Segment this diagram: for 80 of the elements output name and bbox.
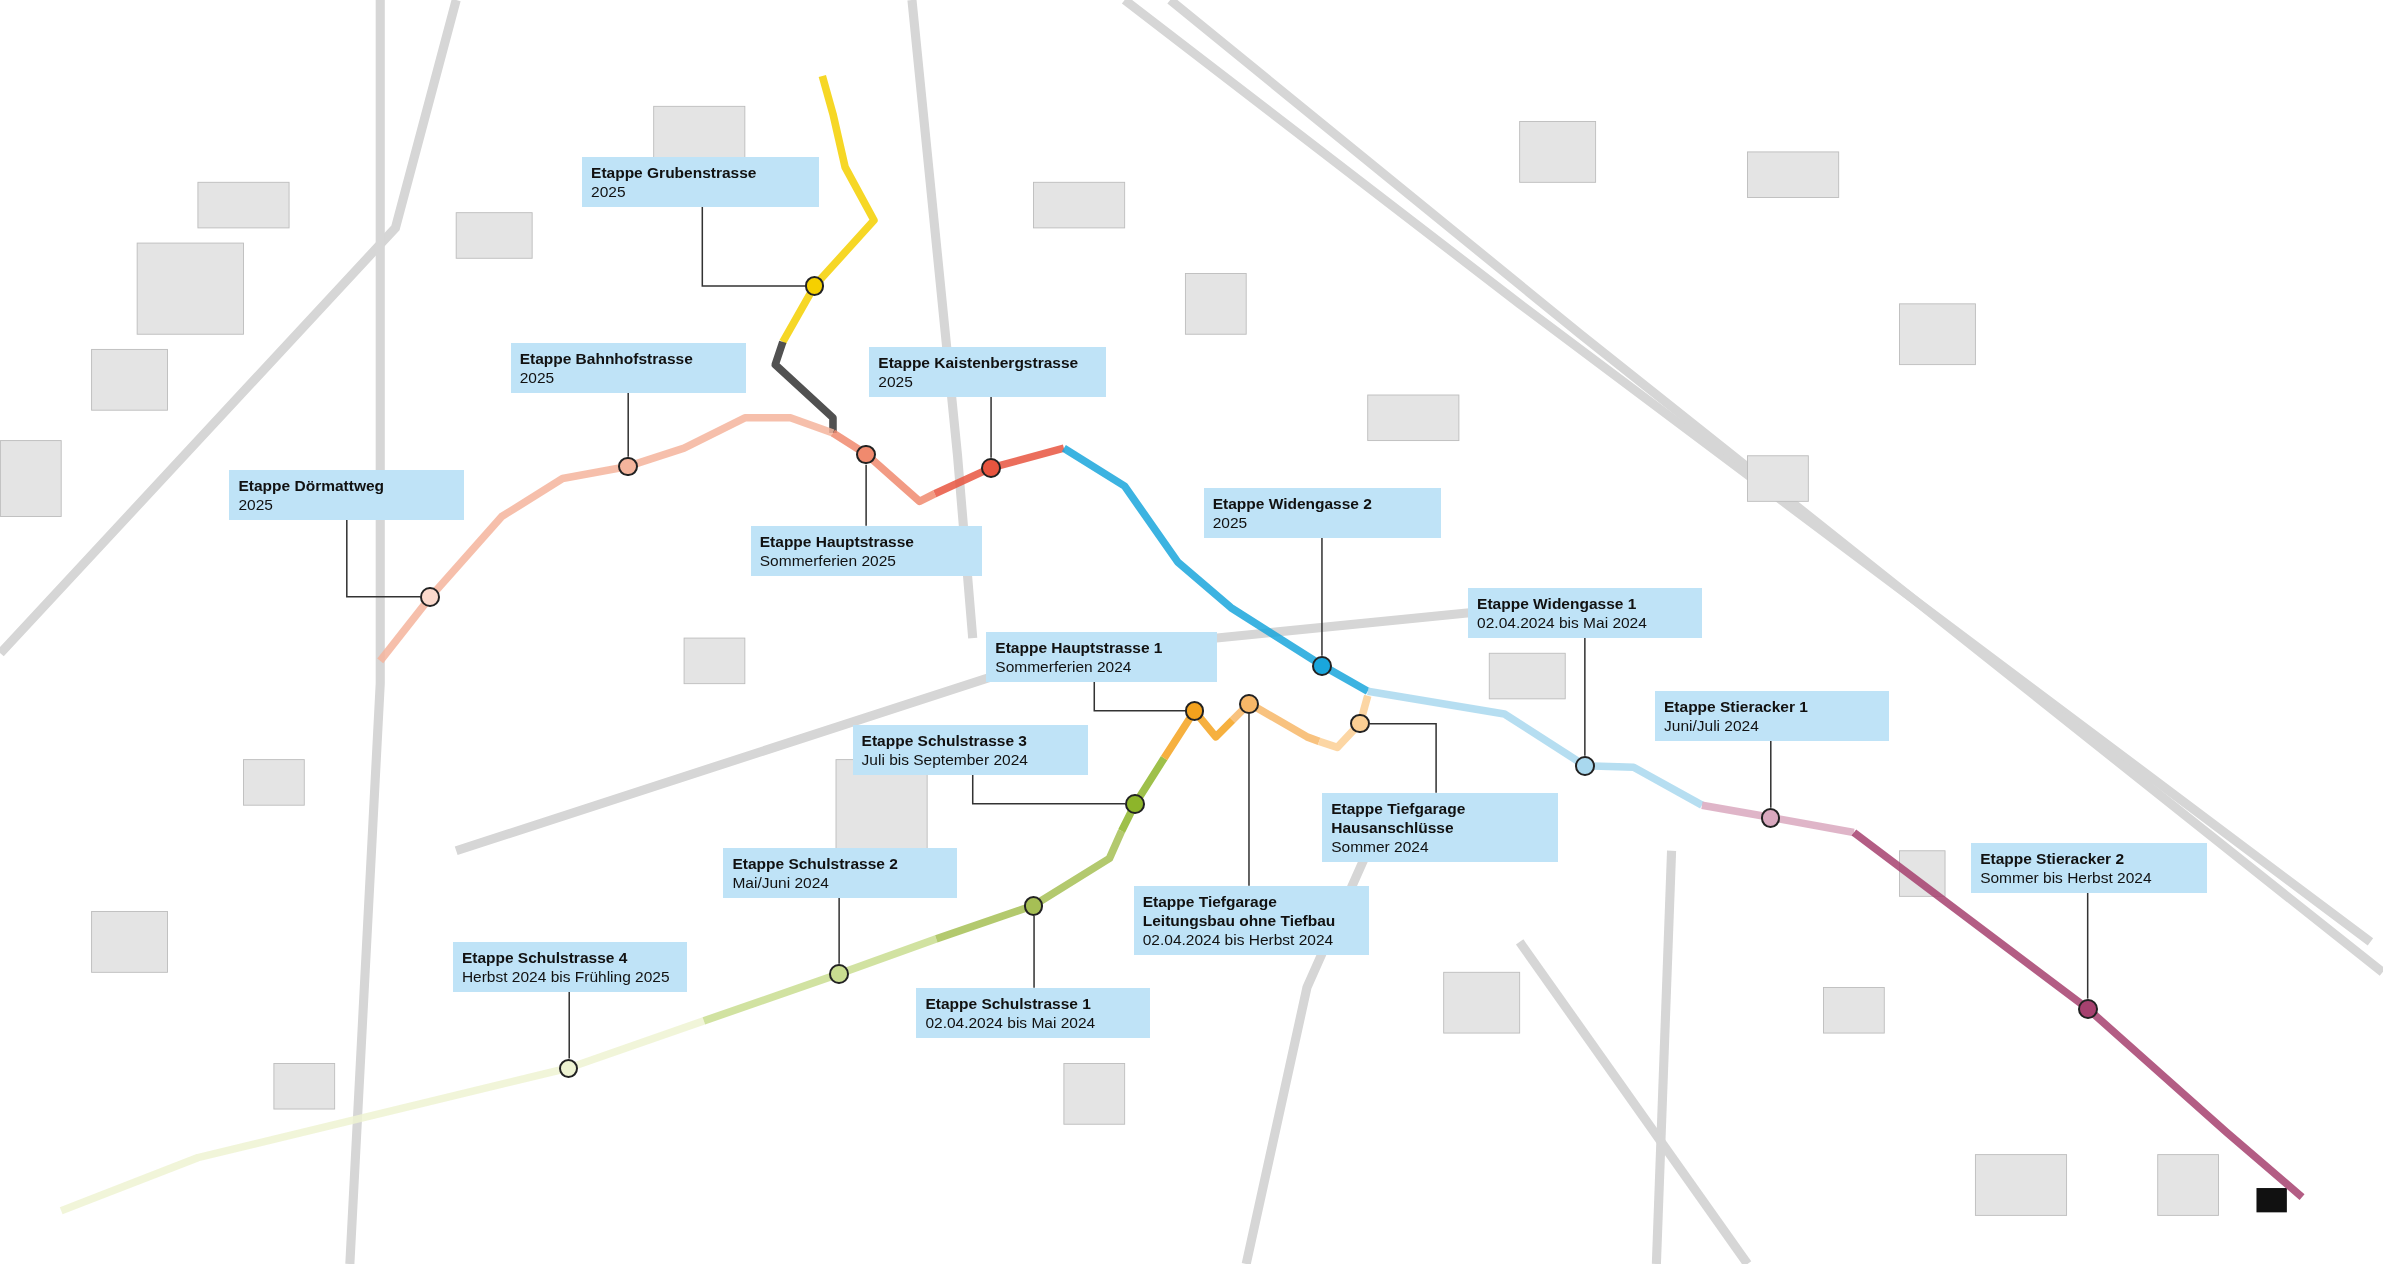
callout-box bbox=[869, 346, 1107, 397]
stage-marker bbox=[1239, 693, 1260, 714]
callout-box bbox=[1203, 487, 1441, 538]
stage-title: Etappe Schulstrasse 2 bbox=[732, 854, 899, 874]
stage-date: 02.04.2024 bis Mai 2024 bbox=[925, 1012, 1097, 1032]
stage-date: 2025 bbox=[1212, 512, 1249, 532]
stage-title: Etappe Schulstrasse 3 bbox=[861, 730, 1028, 750]
stage-marker bbox=[617, 456, 638, 477]
stage-date: Sommerferien 2024 bbox=[995, 657, 1133, 677]
leader-line bbox=[1584, 637, 1586, 757]
leader-line bbox=[990, 396, 992, 459]
stage-date: 2025 bbox=[878, 371, 914, 391]
stage-marker bbox=[1760, 807, 1781, 828]
callout-box bbox=[582, 156, 820, 207]
stage-title: Etappe Tiefgarage Hausanschlüsse bbox=[1331, 799, 1467, 838]
stage-marker bbox=[1184, 701, 1205, 722]
stage-title: Etappe Tiefgarage Leitungsbau ohne Tiefbau bbox=[1142, 892, 1337, 930]
stage-marker bbox=[1312, 655, 1333, 676]
stage-marker bbox=[2078, 999, 2099, 1019]
stage-marker bbox=[420, 587, 440, 608]
stage-marker bbox=[1125, 794, 1146, 814]
leader-line bbox=[627, 392, 629, 458]
stage-marker bbox=[981, 458, 1001, 478]
callout-box bbox=[1133, 886, 1370, 955]
leader-line bbox=[865, 464, 867, 527]
leader-line bbox=[1248, 713, 1250, 887]
leader-line bbox=[2086, 891, 2089, 1000]
callout-box bbox=[986, 632, 1218, 683]
stage-title: Etappe Grubenstrasse bbox=[591, 162, 758, 182]
stage-date: Herbst 2024 bis Frühling 2025 bbox=[461, 967, 671, 987]
stage-marker bbox=[1023, 895, 1044, 916]
stage-title: Etappe Dörmattweg bbox=[238, 475, 386, 495]
callout-box bbox=[452, 942, 687, 993]
stage-date: 02.04.2024 bis Herbst 2024 bbox=[1142, 930, 1335, 949]
leader-line bbox=[838, 896, 840, 965]
stage-title: Etappe Bahnhofstrasse bbox=[519, 349, 694, 369]
leader-line bbox=[1770, 740, 1772, 809]
leader-line bbox=[568, 990, 570, 1060]
stage-date: 2025 bbox=[519, 368, 556, 388]
stage-marker bbox=[1350, 713, 1371, 734]
callout-box bbox=[1468, 588, 1703, 639]
stage-date: 02.04.2024 bis Mai 2024 bbox=[1477, 613, 1648, 633]
leader-line bbox=[701, 206, 806, 287]
leader-line bbox=[1321, 537, 1323, 657]
stage-title: Etappe Hauptstrasse bbox=[759, 531, 915, 551]
stage-date: 2025 bbox=[591, 181, 627, 201]
stage-title: Etappe Schulstrasse 4 bbox=[461, 948, 629, 968]
callout-box bbox=[1655, 691, 1890, 742]
stage-date: Sommer 2024 bbox=[1331, 837, 1430, 857]
leader-line bbox=[346, 519, 422, 598]
stage-title: Etappe Widengasse 2 bbox=[1212, 493, 1373, 513]
stage-marker bbox=[1575, 756, 1595, 776]
stage-marker bbox=[856, 444, 877, 465]
stage-marker bbox=[558, 1058, 579, 1079]
callout-box bbox=[510, 343, 747, 394]
stage-date: Mai/Juni 2024 bbox=[732, 873, 830, 893]
stage-date: Juni/Juli 2024 bbox=[1664, 716, 1760, 736]
callout-box bbox=[750, 525, 982, 576]
callout-box bbox=[916, 987, 1151, 1038]
stage-marker bbox=[804, 275, 825, 296]
stage-date: Sommer bis Herbst 2024 bbox=[1980, 868, 2153, 888]
leader-line bbox=[1369, 723, 1437, 794]
leader-line bbox=[971, 773, 1126, 805]
callout-box bbox=[229, 469, 464, 520]
leader-line bbox=[1093, 681, 1186, 712]
stage-date: Juli bis September 2024 bbox=[861, 749, 1029, 769]
callout-box bbox=[1322, 793, 1558, 863]
stage-title: Etappe Schulstrasse 1 bbox=[925, 993, 1092, 1013]
stage-date: 2025 bbox=[238, 494, 274, 514]
stage-title: Etappe Hauptstrasse 1 bbox=[995, 638, 1164, 658]
stage-title: Etappe Stieracker 2 bbox=[1980, 849, 2126, 869]
callout-box bbox=[1971, 843, 2207, 894]
stage-title: Etappe Widengasse 1 bbox=[1477, 594, 1638, 614]
leader-line bbox=[1033, 914, 1035, 989]
stage-title: Etappe Kaistenbergstrasse bbox=[878, 352, 1080, 372]
callout-box bbox=[723, 848, 958, 899]
callout-box bbox=[852, 724, 1089, 775]
stage-marker bbox=[829, 964, 849, 985]
stage-date: Sommerferien 2025 bbox=[759, 550, 897, 570]
stage-title: Etappe Stieracker 1 bbox=[1664, 697, 1809, 717]
